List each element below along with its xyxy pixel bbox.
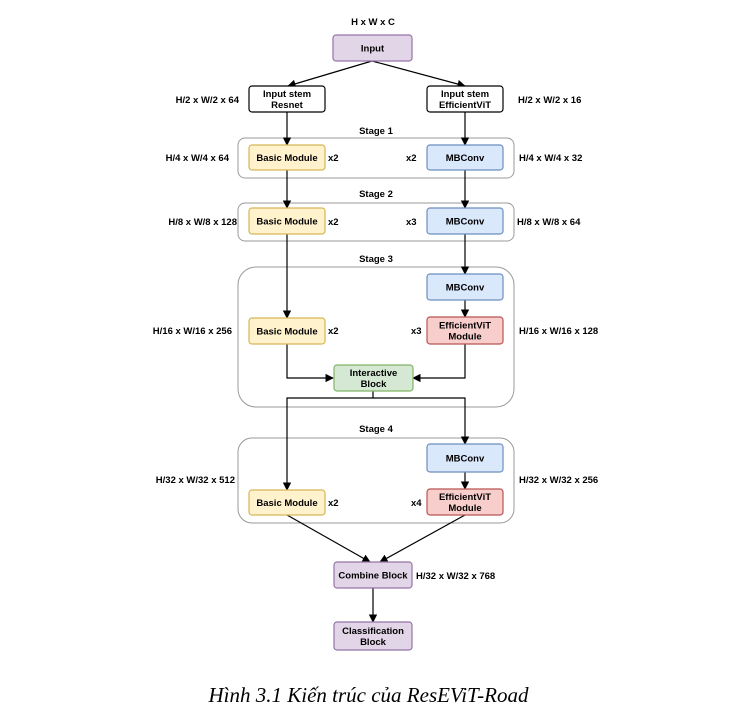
shape-s2-right: H/8 x W/8 x 64: [517, 217, 581, 228]
shape-s4-right: H/32 x W/32 x 256: [519, 475, 598, 486]
edge-interactive-s4-right: [373, 397, 470, 445]
stage3-basic-module-node-label: Basic Module: [256, 327, 317, 338]
combine-block-node-label: Combine Block: [338, 571, 408, 582]
mult-s4-left: x2: [328, 498, 339, 509]
edge-input-stem-resnet: [287, 60, 373, 88]
edge-interactive-s4-left: [282, 390, 374, 491]
stage4-mbconv-node: MBConv: [426, 443, 504, 473]
mult-s2-right: x3: [406, 217, 417, 228]
interactive-block-node-label: Interactive: [350, 368, 398, 379]
figure-caption: Hình 3.1 Kiến trúc của ResEViT-Road: [208, 683, 529, 707]
edge-basic-combine: [286, 514, 371, 563]
combine-block-node: Combine Block: [333, 561, 413, 589]
stage2-mbconv-node-box: [426, 207, 504, 235]
interactive-block-node-label: Block: [361, 379, 388, 390]
stage3-mbconv-node: MBConv: [426, 273, 504, 301]
shape-s1-left: H/4 x W/4 x 64: [166, 153, 230, 164]
shape-s1-right: H/4 x W/4 x 32: [519, 153, 582, 164]
mult-s4-right: x4: [411, 498, 422, 509]
mult-s3-left: x2: [328, 326, 339, 337]
stage-4-container: [237, 437, 515, 524]
stage4-efficientvit-node-label: EfficientViT: [439, 492, 491, 503]
interactive-block-node-box: [333, 364, 414, 392]
stage1-mbconv-node-label: MBConv: [446, 153, 485, 164]
input-stem-resnet-node-label: Resnet: [271, 100, 304, 111]
classification-block-node-box: [333, 621, 413, 651]
stage-1-container: [237, 137, 515, 179]
stage3-mbconv-node-label: MBConv: [446, 283, 485, 294]
edge-evit-interactive: [412, 344, 466, 383]
input-stem-evit-node-label: EfficientViT: [439, 100, 491, 111]
stage4-mbconv-node-box: [426, 443, 504, 473]
stage2-basic-module-node-box: [248, 207, 326, 235]
shape-s4-left: H/32 x W/32 x 512: [156, 475, 235, 486]
stage3-mbconv-node-box: [426, 273, 504, 301]
input-stem-evit-node-box: [426, 85, 504, 113]
stage1-basic-module-node: Basic Module: [248, 144, 326, 171]
input-shape-label: H x W x C: [351, 17, 395, 28]
shape-s3-left: H/16 x W/16 x 256: [153, 326, 232, 337]
stage-2-label: Stage 2: [359, 189, 393, 200]
stage1-mbconv-node-box: [426, 144, 504, 171]
mult-s3-right: x3: [411, 326, 422, 337]
combine-block-node-box: [333, 561, 413, 589]
shape-s2-left: H/8 x W/8 x 128: [168, 217, 237, 228]
shape-stem-right: H/2 x W/2 x 16: [518, 95, 581, 106]
stage-4-label: Stage 4: [359, 424, 394, 435]
stage-1-label: Stage 1: [359, 126, 394, 137]
stage3-basic-module-node-box: [248, 317, 326, 345]
input-stem-resnet-node-box: [248, 85, 326, 113]
input-stem-evit-node-label: Input stem: [441, 89, 489, 100]
stage2-basic-module-node-label: Basic Module: [256, 217, 317, 228]
mult-s2-left: x2: [328, 217, 339, 228]
edge-basic-interactive: [286, 344, 334, 383]
edge-evit-combine: [379, 514, 466, 563]
stage3-basic-module-node: Basic Module: [248, 317, 326, 345]
input-node-box: [332, 34, 413, 62]
stage3-efficientvit-node-label: EfficientViT: [439, 321, 491, 332]
stage4-basic-module-node-box: [248, 489, 326, 516]
stage4-efficientvit-node-label: Module: [448, 503, 481, 514]
stage2-mbconv-node: MBConv: [426, 207, 504, 235]
shape-combine: H/32 x W/32 x 768: [416, 571, 495, 582]
stage1-mbconv-node: MBConv: [426, 144, 504, 171]
stage4-efficientvit-node-box: [426, 488, 504, 516]
stage2-basic-module-node: Basic Module: [248, 207, 326, 235]
stage4-basic-module-node: Basic Module: [248, 489, 326, 516]
classification-block-node-label: Classification: [342, 626, 404, 637]
stage1-basic-module-node-label: Basic Module: [256, 153, 317, 164]
stage-2-container: [237, 202, 515, 242]
classification-block-node-label: Block: [360, 637, 387, 648]
stage3-efficientvit-node-label: Module: [448, 332, 481, 343]
mult-s1-right: x2: [406, 153, 417, 164]
stage2-mbconv-node-label: MBConv: [446, 217, 485, 228]
stage4-basic-module-node-label: Basic Module: [256, 498, 317, 509]
shape-stem-left: H/2 x W/2 x 64: [176, 95, 240, 106]
shape-s3-right: H/16 x W/16 x 128: [519, 326, 598, 337]
edge-input-stem-evit: [371, 60, 466, 89]
stage-3-label: Stage 3: [359, 254, 393, 265]
mult-s1-left: x2: [328, 153, 339, 164]
stage4-mbconv-node-label: MBConv: [446, 454, 485, 465]
stage1-basic-module-node-box: [248, 144, 326, 171]
input-node-label: Input: [361, 44, 385, 55]
stage3-efficientvit-node-box: [426, 316, 504, 345]
input-node: Input: [332, 34, 413, 62]
stage-3-container: [237, 266, 515, 408]
input-stem-resnet-node-label: Input stem: [263, 89, 311, 100]
